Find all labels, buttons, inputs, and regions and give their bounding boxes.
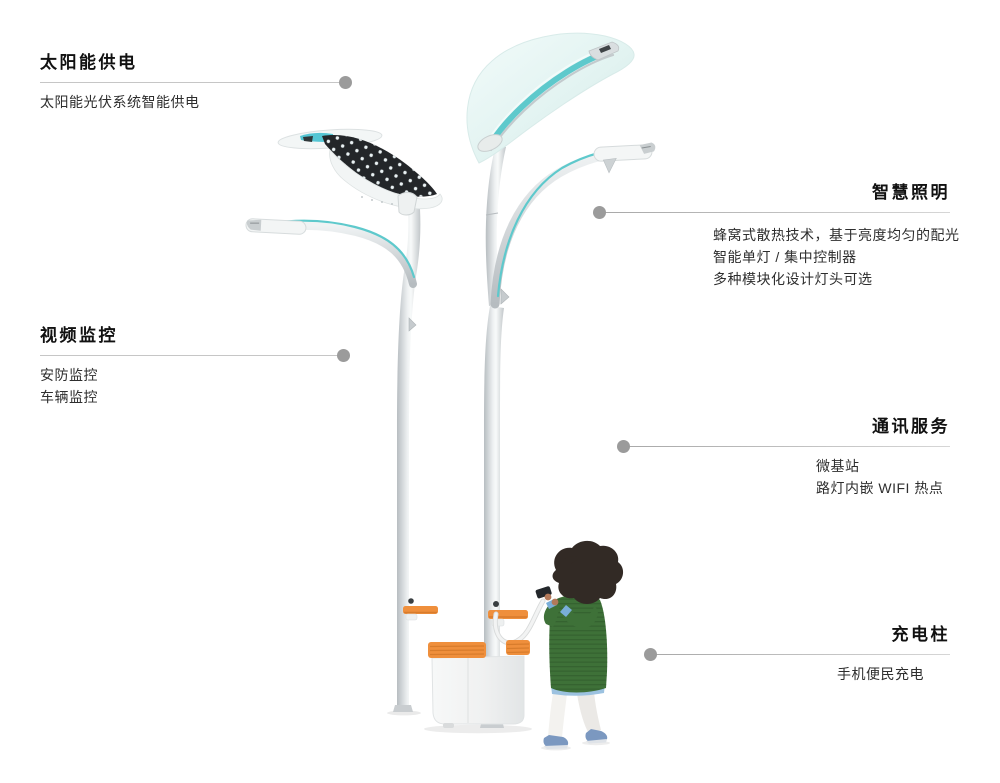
label-communication-service: 通讯服务 微基站 路灯内嵌 WIFI 热点 xyxy=(617,412,950,499)
glass-canopy xyxy=(466,32,635,164)
label-smart-lighting: 智慧照明 蜂窝式散热技术，基于亮度均匀的配光 智能单灯 / 集中控制器 多种模块… xyxy=(593,178,960,290)
communication-service-description: 微基站 路灯内嵌 WIFI 热点 xyxy=(816,458,944,496)
left-pole-hook xyxy=(408,317,417,332)
charging-pillar-leader-line xyxy=(644,648,950,661)
canopy-mount xyxy=(477,134,503,152)
label-video-monitoring: 视频监控 安防监控 车辆监控 xyxy=(40,321,350,408)
solar-power-leader-line xyxy=(40,76,352,89)
solar-power-leader-dot xyxy=(339,76,352,89)
charging-pillar-leader-dot xyxy=(644,648,657,661)
charging-pillar-description: 手机便民充电 xyxy=(837,666,924,682)
smart-lighting-leader-dot xyxy=(593,206,606,219)
left-charging-shelf xyxy=(403,598,438,621)
right-pole-hook xyxy=(500,288,510,305)
solar-power-title: 太阳能供电 xyxy=(40,53,138,72)
canopy-stem xyxy=(485,144,506,306)
smart-lighting-leader-line xyxy=(593,206,950,219)
video-monitoring-title: 视频监控 xyxy=(40,326,118,345)
right-pole xyxy=(466,32,656,728)
smart-lighting-description: 蜂窝式散热技术，基于亮度均匀的配光 智能单灯 / 集中控制器 多种模块化设计灯头… xyxy=(713,227,960,287)
left-lamp-arm xyxy=(264,221,417,288)
shoe xyxy=(543,735,569,748)
smart-lighting-title: 智慧照明 xyxy=(872,183,950,202)
left-pole xyxy=(245,128,443,712)
label-solar-power: 太阳能供电 太阳能光伏系统智能供电 xyxy=(40,48,352,113)
solar-head-mount xyxy=(397,191,418,216)
canopy-leaf xyxy=(466,32,635,164)
bench-box xyxy=(428,640,530,728)
communication-service-leader-line xyxy=(617,440,950,453)
bench-body xyxy=(431,655,525,725)
bench-wood-top xyxy=(428,640,530,658)
video-monitoring-leader-dot xyxy=(337,349,350,362)
solar-lamp-head xyxy=(277,128,443,216)
video-monitoring-description: 安防监控 车辆监控 xyxy=(40,367,98,405)
woman-charging-phone xyxy=(535,540,624,749)
video-monitoring-leader-line xyxy=(40,349,350,362)
charging-pillar-title: 充电柱 xyxy=(891,625,950,644)
communication-service-title: 通讯服务 xyxy=(872,417,950,436)
hair xyxy=(552,540,624,604)
communication-service-leader-dot xyxy=(617,440,630,453)
left-pole-trunk xyxy=(397,208,421,712)
solar-power-description: 太阳能光伏系统智能供电 xyxy=(40,94,200,110)
solar-head-body xyxy=(329,149,443,210)
left-lamp-head xyxy=(245,218,307,235)
label-charging-pillar: 充电柱 手机便民充电 xyxy=(644,620,950,685)
right-lamp-head xyxy=(593,142,656,174)
